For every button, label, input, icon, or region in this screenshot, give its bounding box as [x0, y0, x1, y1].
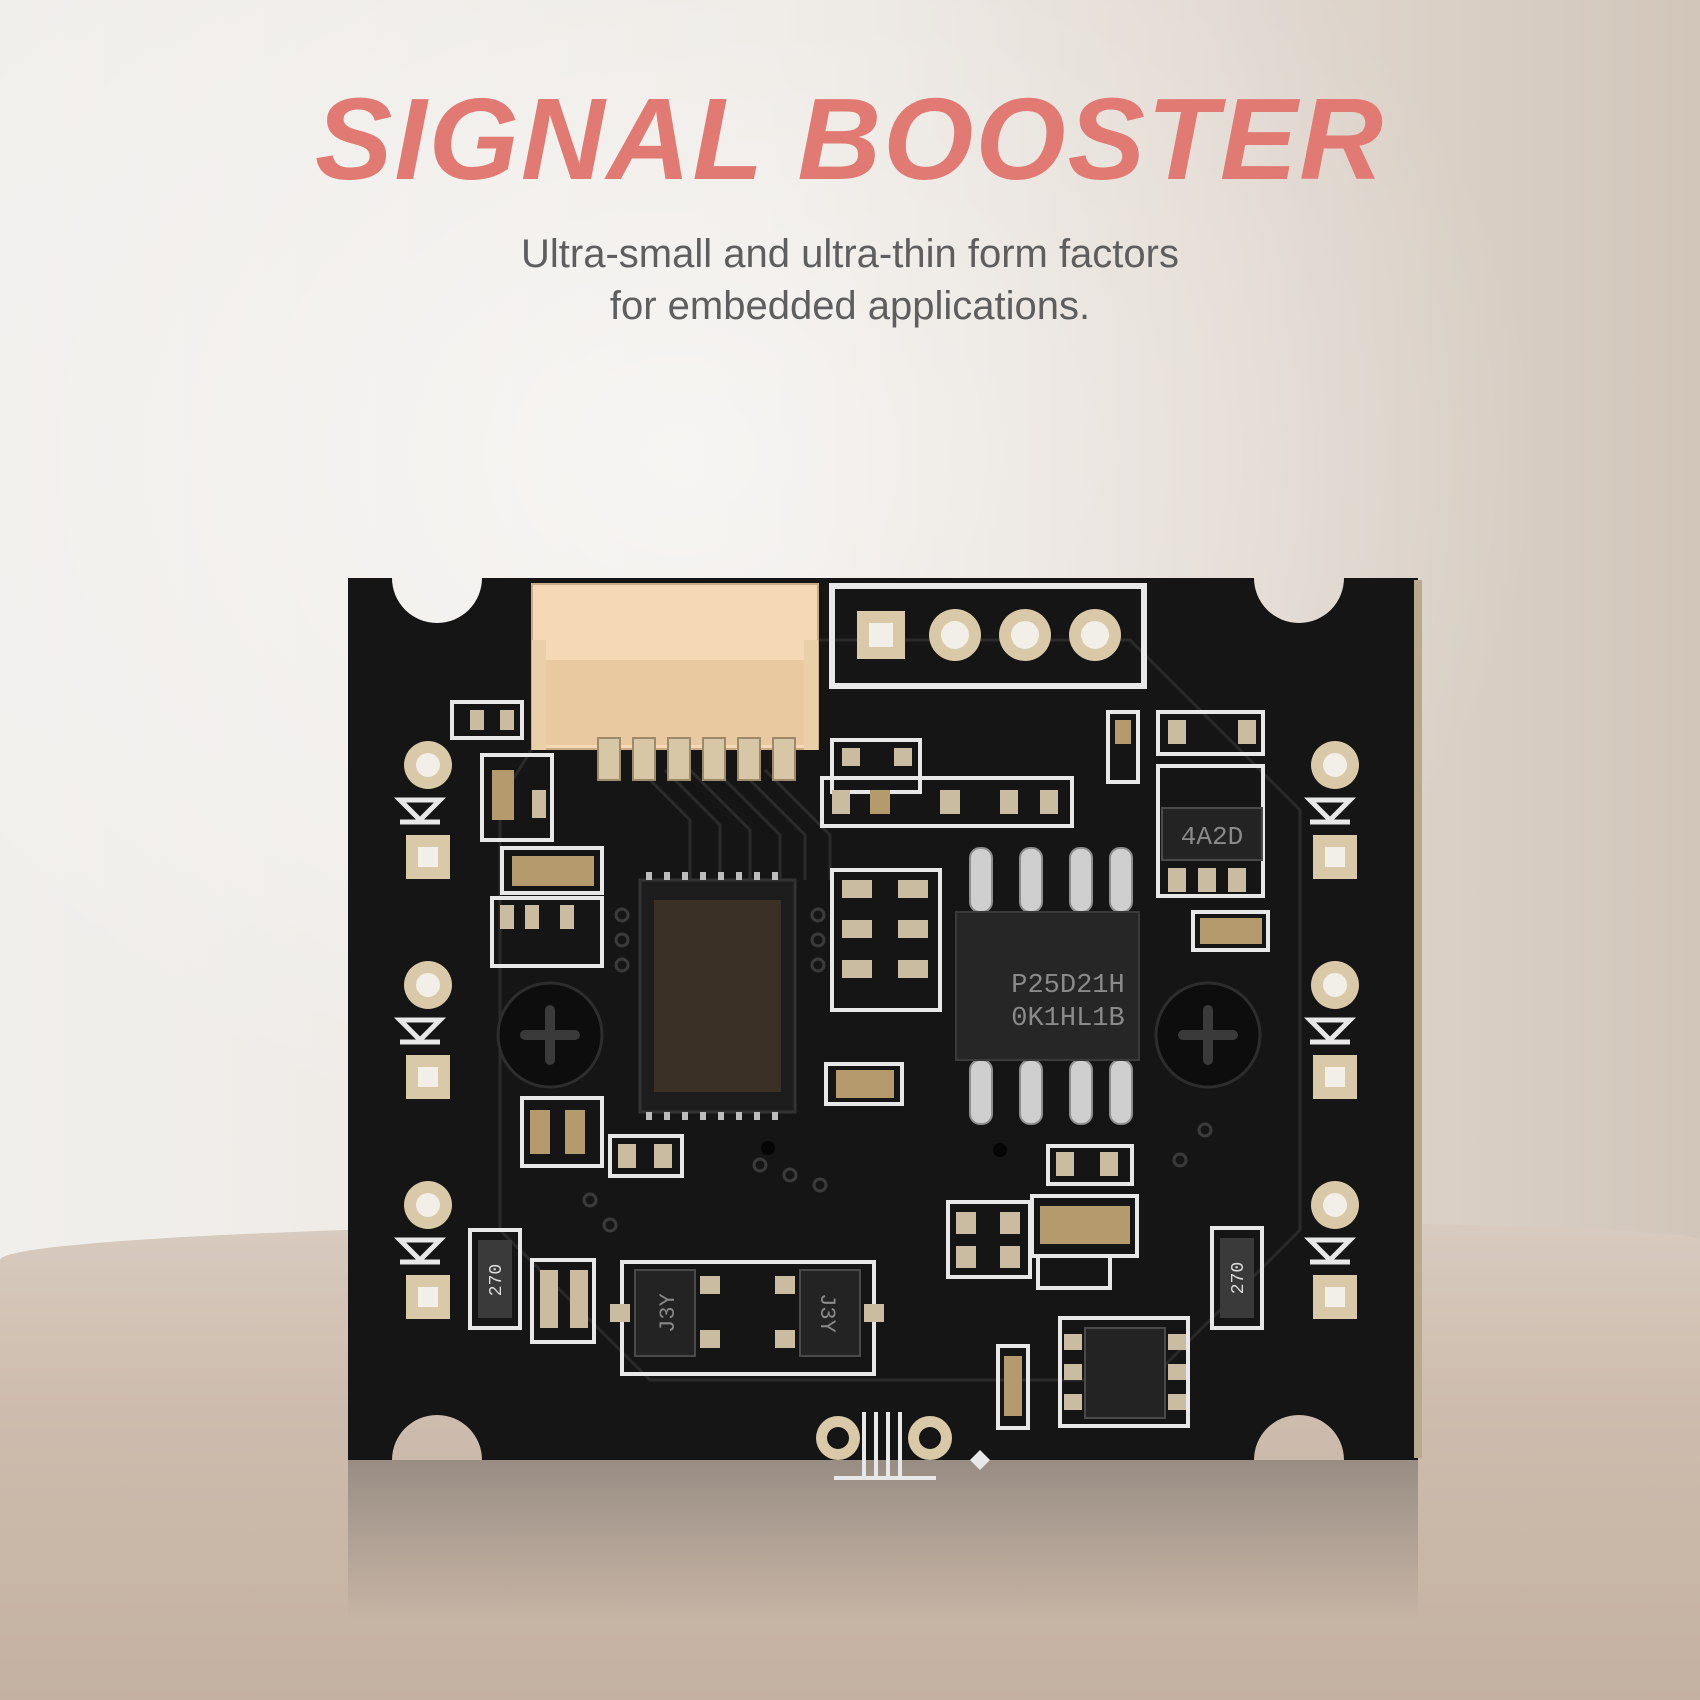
transistor-left-label: J3Y — [656, 1293, 681, 1333]
subheadline: Ultra-small and ultra-thin form factors … — [0, 228, 1700, 332]
smd-components — [450, 700, 1270, 1430]
board-reflection — [348, 1460, 1418, 1620]
transistor-right-label: J3Y — [814, 1293, 839, 1333]
flash-chip-label-1: P25D21H — [1011, 971, 1124, 1001]
bottom-solder-pads — [816, 1412, 990, 1480]
left-edge-pads — [393, 741, 452, 1319]
resistor-right-label: 270 — [1229, 1262, 1249, 1294]
flash-chip-label-2: 0K1HL1B — [1011, 1004, 1124, 1034]
sot23-6-chip — [1064, 1327, 1186, 1419]
pcb-board — [348, 578, 1418, 1460]
board-edge — [1414, 580, 1422, 1458]
resistor-right: 270 — [1220, 1238, 1254, 1318]
connector-traces — [638, 768, 832, 880]
via-hole-left — [761, 1141, 775, 1155]
subheadline-line-1: Ultra-small and ultra-thin form factors — [521, 232, 1179, 276]
via-hole-right — [993, 1143, 1007, 1157]
jst-connector — [531, 583, 819, 781]
left-screw — [496, 981, 604, 1089]
right-screw — [1154, 981, 1262, 1089]
transistor-left: J3Y — [610, 1269, 720, 1357]
regulator-chip: 4A2D — [1161, 807, 1263, 861]
resistor-left-label: 270 — [487, 1264, 507, 1296]
resistor-left: 270 — [478, 1240, 512, 1318]
subheadline-line-2: for embedded applications. — [609, 284, 1091, 328]
transistor-right: J3Y — [775, 1269, 884, 1357]
flash-chip: P25D21H 0K1HL1B — [955, 847, 1140, 1125]
regulator-label: 4A2D — [1181, 822, 1243, 852]
vias — [582, 907, 1213, 1233]
controller-chip — [638, 872, 797, 1120]
four-pin-header — [829, 583, 1147, 689]
right-edge-pads — [1303, 741, 1359, 1319]
headline: SIGNAL BOOSTER — [315, 74, 1385, 204]
smd-pads — [470, 710, 1262, 1416]
